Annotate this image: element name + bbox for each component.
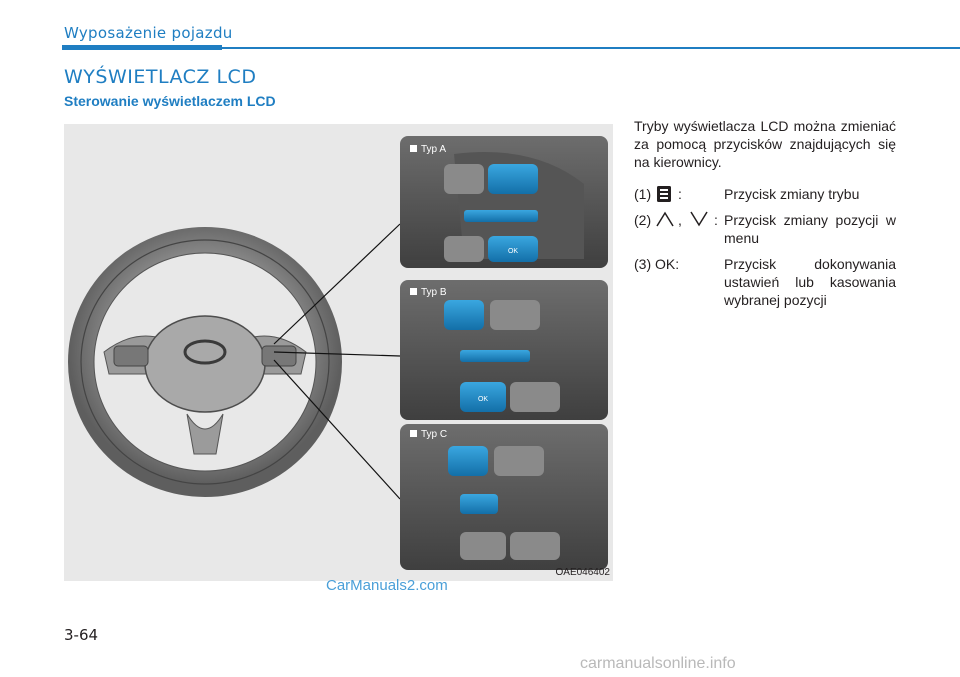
mode-button-a (488, 164, 538, 194)
header-rule (62, 47, 960, 49)
panel-type-c (400, 424, 608, 570)
item-number: (1) (634, 186, 652, 202)
intro-paragraph: Tryby wyświetlacza LCD można zmieniać za… (634, 118, 896, 170)
item-number: (3) OK: (634, 256, 680, 272)
panel-type-a: OK (400, 136, 608, 268)
steering-wheel-illustration: OK OK (68, 136, 608, 570)
list-item: (2) , : Przycisk zmiany pozycji w menu (634, 211, 896, 247)
panel-label-c-text: Typ C (421, 429, 448, 440)
header-title: Wyposażenie pojazdu (64, 24, 233, 42)
item-number: (2) (634, 212, 652, 228)
text-column: Tryby wyświetlacza LCD można zmieniać za… (634, 117, 896, 317)
section-title: WYŚWIETLACZ LCD (64, 66, 257, 88)
mode-button-b (444, 300, 484, 330)
item-separator: : (678, 186, 682, 202)
scroll-wheel-c (460, 494, 498, 514)
figure-code: OAE046402 (555, 567, 611, 578)
steering-wheel (68, 227, 342, 497)
svg-text:OK: OK (508, 248, 518, 255)
ok-button-b (460, 382, 506, 412)
item-description: Przycisk zmiany pozycji w menu (724, 212, 896, 246)
mode-button-c (448, 446, 488, 476)
watermark: CarManuals2.com (326, 577, 448, 594)
panel-type-b: OK (400, 280, 608, 420)
item-description: Przycisk zmiany trybu (724, 186, 860, 202)
list-item: (1) : Przycisk zmiany trybu (634, 185, 896, 203)
panel-label-b: Typ B (410, 287, 447, 298)
callout-lines (273, 223, 401, 500)
header-rule-accent (62, 45, 222, 50)
chevron-up-icon (656, 211, 674, 231)
ok-button-a (488, 236, 538, 262)
panel-label-c: Typ C (410, 429, 447, 440)
mode-icon (656, 185, 672, 207)
item-separator-2: : (714, 212, 718, 228)
scroll-wheel-b (460, 350, 530, 362)
page-number: 3-64 (64, 626, 99, 644)
panel-label-a-text: Typ A (421, 144, 447, 155)
svg-text:OK: OK (478, 396, 488, 403)
scroll-wheel-a (464, 210, 538, 222)
footer-watermark: carmanualsonline.info (580, 655, 736, 672)
list-item: (3) OK: Przycisk dokonywania ustawień lu… (634, 255, 896, 309)
chevron-down-icon (690, 211, 708, 231)
subsection-title: Sterowanie wyświetlaczem LCD (64, 93, 276, 109)
item-description: Przycisk dokonywania ustawień lub kasowa… (724, 256, 896, 308)
panel-label-b-text: Typ B (421, 287, 447, 298)
item-separator: , (678, 212, 682, 228)
panel-label-a: Typ A (410, 144, 446, 155)
steering-wheel-figure: OK OK Typ A Typ B Typ C OAE046402 (64, 124, 613, 581)
